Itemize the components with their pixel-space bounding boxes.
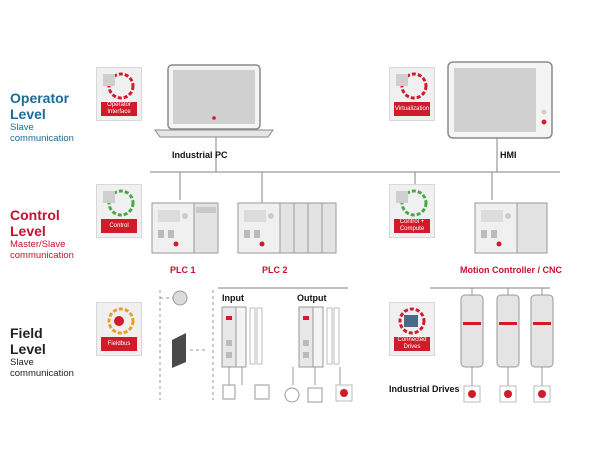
gear-icon — [103, 72, 135, 100]
plc2-device — [237, 202, 337, 254]
fieldbus-badge: Fieldbus — [96, 302, 142, 356]
virtualization-badge: Virtualization — [389, 67, 435, 121]
control-compute-badge-label: Control +Compute — [394, 219, 430, 233]
output-module — [298, 306, 324, 368]
gear-icon — [396, 189, 428, 217]
industrial-drives-label: Industrial Drives — [389, 384, 460, 394]
control-badge: Control — [96, 184, 142, 238]
plc1-device — [151, 202, 219, 254]
fieldbus-badge-label: Fieldbus — [101, 337, 137, 351]
output-wiring — [292, 367, 341, 385]
output-terminals — [326, 307, 340, 365]
industrial-pc-laptop — [154, 64, 274, 138]
network-lines — [150, 137, 560, 289]
industrial-pc-label: Industrial PC — [172, 150, 228, 160]
input-module — [221, 306, 247, 368]
gear-icon — [107, 307, 135, 335]
field-wiring — [159, 290, 214, 400]
output-label: Output — [297, 293, 327, 303]
output-actuator-icon — [307, 387, 323, 403]
input-label: Input — [222, 293, 244, 303]
plc2-label: PLC 2 — [262, 265, 288, 275]
gear-icon — [396, 72, 428, 100]
gear-icon — [103, 189, 135, 217]
input-sensor-icon — [254, 384, 270, 400]
input-switch-icon — [222, 384, 236, 400]
hmi-label: HMI — [500, 150, 517, 160]
input-wiring — [228, 367, 243, 385]
input-terminals — [249, 307, 263, 365]
plc1-label: PLC 1 — [170, 265, 196, 275]
hmi-panel — [447, 61, 553, 139]
virtualization-badge-label: Virtualization — [394, 102, 430, 116]
motion-controller-label: Motion Controller / CNC — [460, 265, 562, 275]
sensor-icon — [172, 290, 188, 306]
output-lamp-icon — [284, 387, 300, 403]
industrial-drives — [460, 288, 554, 403]
light-barrier-icon — [172, 333, 186, 368]
motor-icon — [398, 307, 426, 335]
control-badge-label: Control — [101, 219, 137, 233]
control-compute-badge: Control +Compute — [389, 184, 435, 238]
motion-controller-device — [474, 202, 548, 254]
